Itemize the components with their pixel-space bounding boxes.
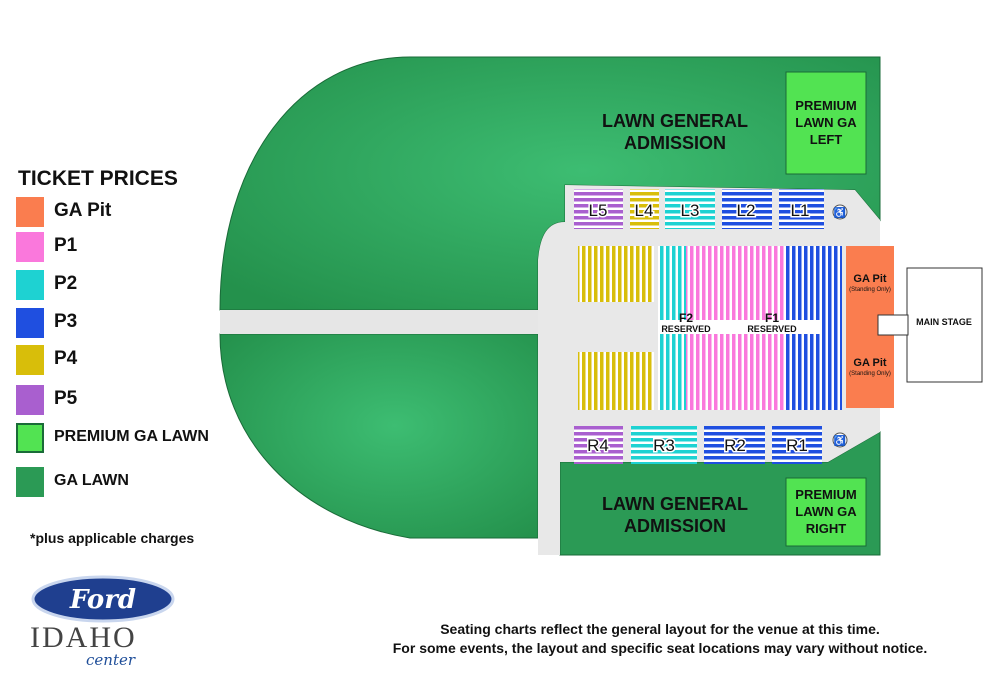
section-r4[interactable] [574, 426, 623, 464]
legend-label: P2 [54, 273, 78, 294]
f2-label: F2 [679, 311, 693, 325]
section-r3[interactable] [631, 426, 697, 464]
legend-label: P1 [54, 235, 78, 256]
legend-swatch [16, 270, 44, 300]
floor-aisle [658, 320, 822, 334]
wheelchair-icon-glyph: ♿ [834, 434, 846, 447]
section-l2[interactable] [722, 189, 772, 229]
legend-swatch [16, 232, 44, 262]
f2-reserved-label: RESERVED [661, 324, 711, 334]
disclaimer-line-2: For some events, the layout and specific… [392, 640, 928, 656]
wheelchair-icon [832, 204, 848, 220]
ga-pit-top-label: GA Pit [853, 273, 887, 285]
section-l1[interactable] [779, 189, 824, 229]
logo-idaho-text: IDAHO [30, 621, 137, 654]
legend-swatch [16, 345, 44, 375]
wheelchair-icon-glyph: ♿ [834, 206, 846, 219]
legend-label: P5 [54, 388, 78, 409]
premium-lawn-ga-left[interactable] [785, 71, 867, 175]
ga-pit-bottom-label: GA Pit [853, 357, 887, 369]
floor-p4-bottom[interactable] [578, 352, 654, 410]
ford-brand-text: Ford [69, 585, 136, 615]
floor-p4-top[interactable] [578, 246, 654, 302]
f1-reserved-label: RESERVED [747, 324, 797, 334]
f1-label: F1 [765, 311, 779, 325]
section-r2[interactable] [704, 426, 765, 464]
legend-label: GA LAWN [54, 472, 129, 489]
section-l5[interactable] [574, 189, 623, 229]
section-r1[interactable] [772, 426, 822, 464]
disclaimer-line-1: Seating charts reflect the general layou… [440, 621, 880, 637]
label-l3: L3 [681, 201, 700, 220]
main-stage [906, 267, 983, 383]
legend-title: TICKET PRICES [18, 167, 178, 190]
legend-label: GA Pit [54, 200, 112, 221]
legend-swatch [16, 423, 44, 453]
legend-swatch [16, 308, 44, 338]
legend-label: P4 [54, 348, 78, 369]
label-l2: L2 [737, 201, 756, 220]
legend-swatch [16, 197, 44, 227]
legend-label: P3 [54, 311, 78, 332]
label-r3: R3 [653, 436, 675, 455]
lawn-general-admission-bottom-left[interactable] [219, 333, 539, 539]
label-l1: L1 [791, 201, 810, 220]
stage-thrust [877, 314, 909, 336]
legend-swatch [16, 467, 44, 497]
ford-oval-icon: Ford [31, 575, 175, 623]
legend-label: PREMIUM GA LAWN [54, 428, 209, 445]
top-section-labels: L5 L4 L3 L2 L1 [587, 200, 811, 222]
ga-pit-bottom-sub: (Standing Only) [849, 371, 891, 377]
label-l4: L4 [635, 201, 654, 220]
ford-idaho-center-logo: Ford IDAHO center [28, 574, 188, 674]
main-stage-label: MAIN STAGE [916, 317, 972, 327]
logo-center-text: center [86, 651, 136, 669]
label-l5: L5 [589, 201, 608, 220]
bottom-section-labels: R4 R3 R2 R1 [586, 435, 810, 457]
ga-pit-top-sub: (Standing Only) [849, 287, 891, 293]
disclaimer: Seating charts reflect the general layou… [360, 620, 960, 658]
label-r4: R4 [587, 436, 609, 455]
section-l4[interactable] [630, 189, 659, 229]
premium-lawn-ga-right[interactable] [785, 477, 867, 547]
walkway [220, 310, 540, 334]
label-r2: R2 [724, 436, 746, 455]
section-l3[interactable] [665, 189, 715, 229]
legend-swatch [16, 385, 44, 415]
label-r1: R1 [786, 436, 808, 455]
wheelchair-icon [832, 432, 848, 448]
charges-note: *plus applicable charges [30, 530, 195, 546]
